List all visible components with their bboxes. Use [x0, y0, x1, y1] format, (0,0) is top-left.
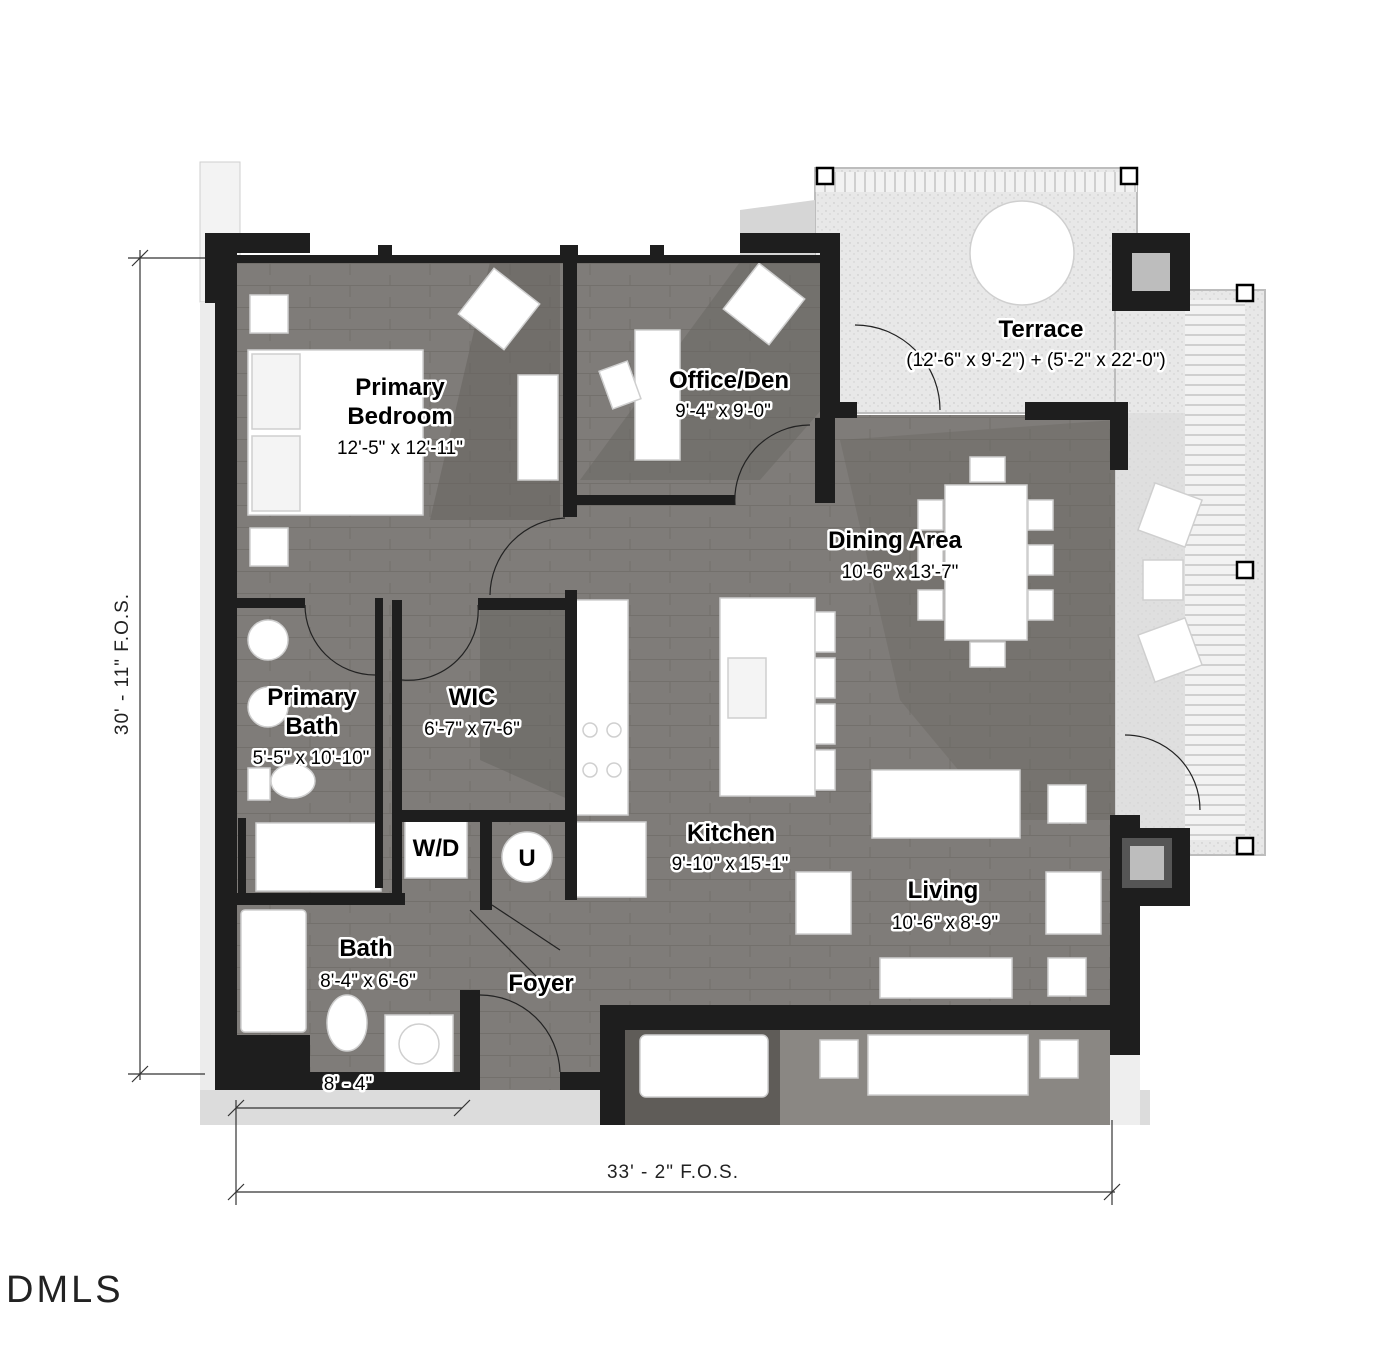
bath-dims: 8'-4" x 6'-6" — [320, 971, 416, 992]
kitchen-label: Kitchen — [687, 820, 775, 847]
armchair — [1045, 871, 1102, 935]
wd-label: W/D — [413, 835, 460, 862]
bath-width-dimension: 8' - 4" — [324, 1074, 372, 1095]
terrace-label: Terrace — [999, 316, 1084, 343]
walls — [205, 233, 1190, 1125]
armchair — [795, 871, 852, 935]
dresser — [517, 374, 559, 481]
office-label: Office/Den — [669, 367, 789, 394]
nightstand — [249, 294, 289, 334]
sink — [247, 686, 289, 728]
horizontal-dimension-label: 33' - 2" F.O.S. — [607, 1162, 739, 1183]
terrace-dims: (12'-6" x 9'-2") + (5'-2" x 22'-0") — [906, 350, 1166, 371]
kitchen-counter — [575, 599, 629, 816]
living-dims: 10'-6" x 8'-9" — [892, 913, 998, 934]
sofa — [871, 769, 1021, 839]
vertical-dimension-label: 30' - 11" F.O.S. — [112, 593, 133, 735]
primary-bath-label-line2: Bath — [285, 713, 338, 740]
terrace-posts — [815, 166, 1255, 856]
room-labels: Primary Bedroom 12'-5" x 12'-11" Office/… — [250, 314, 1168, 1098]
dimension-lines — [128, 249, 1121, 1205]
utility-label: U — [518, 845, 535, 872]
office-dims: 9'-4" x 9'-0" — [675, 401, 771, 422]
dining-table — [944, 484, 1028, 641]
furniture — [240, 200, 1204, 1098]
chair — [457, 267, 541, 351]
dining-dims: 10'-6" x 13'-7" — [842, 562, 959, 583]
shower — [255, 822, 382, 892]
utility-closet — [501, 831, 553, 883]
terrace-table — [969, 200, 1075, 306]
kitchen-dims: 9'-10" x 15'-1" — [672, 854, 789, 875]
columns — [378, 233, 1190, 888]
desk — [634, 329, 681, 461]
dining-label: Dining Area — [828, 527, 962, 554]
primary-bath-label: Primary — [267, 684, 357, 711]
bathtub — [240, 909, 307, 1033]
primary-bedroom-label: Primary — [355, 374, 445, 401]
tv-console — [879, 957, 1013, 999]
living-label: Living — [908, 877, 979, 904]
bath-label: Bath — [339, 935, 392, 962]
door-swings — [304, 324, 1201, 1073]
primary-bath-dims: 5'-5" x 10'-10" — [253, 748, 370, 769]
nightstand — [249, 527, 289, 567]
primary-bedroom-dims: 12'-5" x 12'-11" — [337, 438, 463, 459]
wic-label: WIC — [449, 684, 496, 711]
dmls-logo: DMLS — [6, 1269, 124, 1311]
foyer-label: Foyer — [508, 970, 573, 997]
primary-bedroom-label-line2: Bedroom — [347, 403, 452, 430]
fridge — [575, 821, 647, 898]
toilet — [326, 994, 368, 1052]
sink — [247, 619, 289, 661]
toilet — [270, 763, 316, 799]
wic-dims: 6'-7" x 7'-6" — [424, 719, 520, 740]
